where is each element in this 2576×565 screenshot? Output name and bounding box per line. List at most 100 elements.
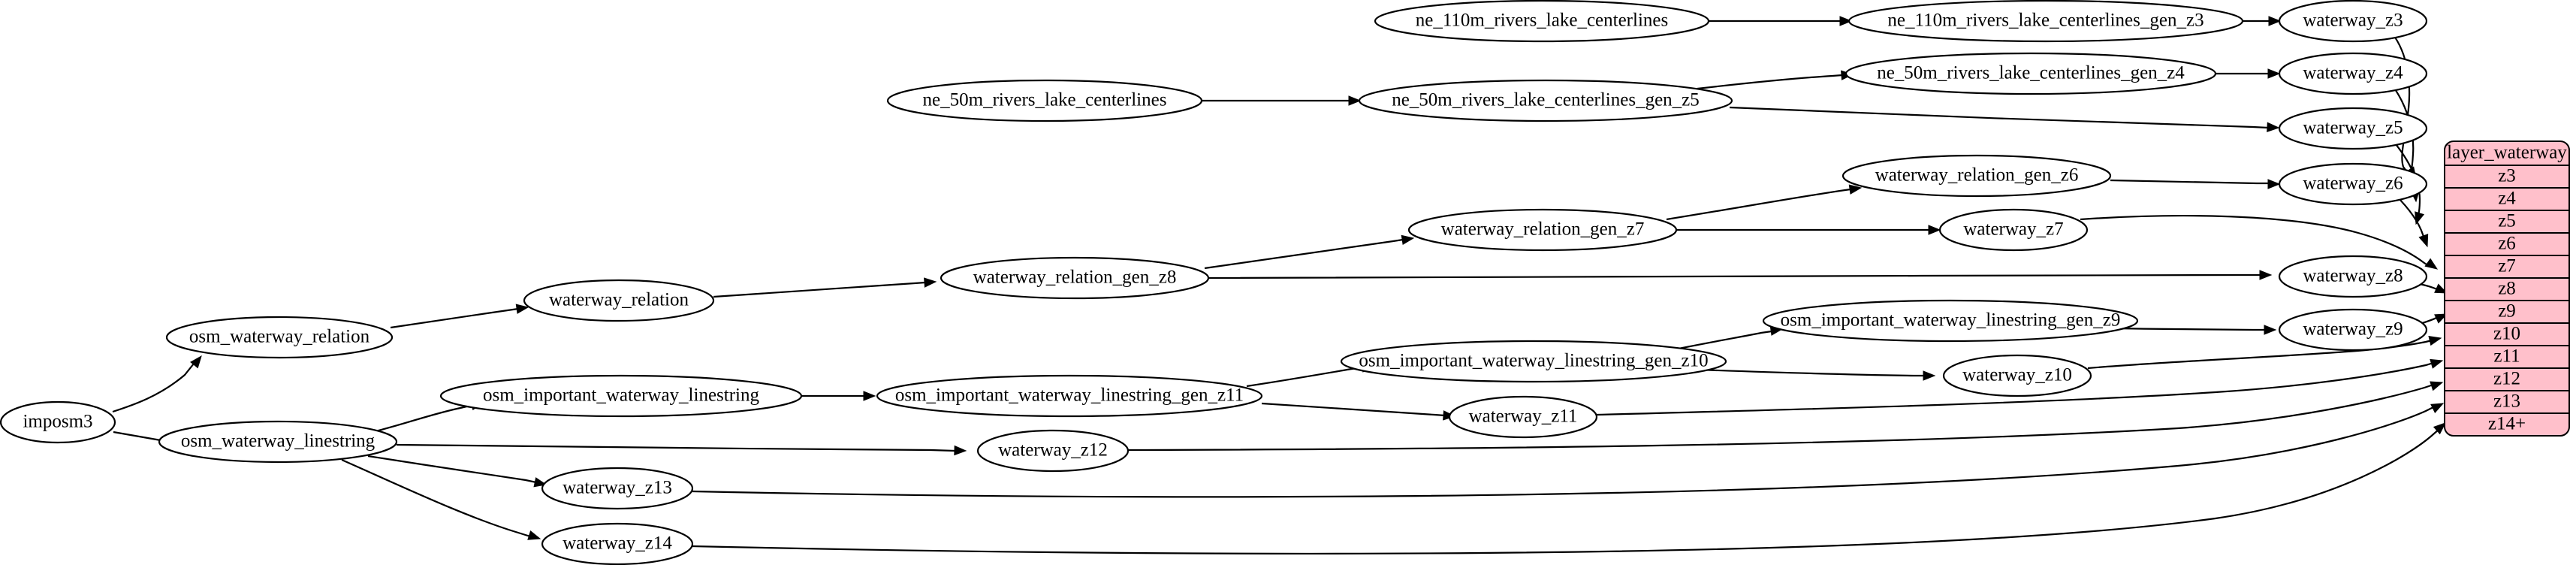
gen_z5-to-gen_z4 [1697, 70, 1854, 90]
node-waterway_z12[interactable]: waterway_z12 [976, 429, 1130, 473]
table-row-label: z10 [2493, 324, 2520, 344]
node-label-waterway_relation: waterway_relation [549, 290, 689, 310]
node-ellipse-waterway_z8 [2278, 255, 2428, 298]
node-label-waterway_z6: waterway_z6 [2303, 174, 2403, 194]
node-waterway_z6[interactable]: waterway_z6 [2278, 162, 2428, 206]
node-label-waterway_z5: waterway_z5 [2303, 118, 2403, 138]
osm_imp-to-gen_z11 [801, 391, 876, 401]
node-ne_50m_rivers_lake_centerlines[interactable]: ne_50m_rivers_lake_centerlines [886, 79, 1203, 122]
node-label-osm_important_waterway_linestring_gen_z9: osm_important_waterway_linestring_gen_z9 [1781, 310, 2121, 331]
table-row-label: z11 [2493, 346, 2520, 367]
table-row-label: z9 [2498, 301, 2516, 322]
node-label-waterway_z10: waterway_z10 [1962, 365, 2072, 385]
node-ellipse-imposm3 [0, 400, 116, 444]
node-osm_waterway_relation[interactable]: osm_waterway_relation [165, 316, 394, 359]
node-waterway_z9[interactable]: waterway_z9 [2278, 308, 2428, 352]
node-waterway_z10[interactable]: waterway_z10 [1942, 354, 2092, 397]
node-osm_important_waterway_linestring[interactable]: osm_important_waterway_linestring [439, 374, 803, 418]
gen_z3-to-waterway_z3 [2243, 16, 2282, 26]
node-waterway_z3[interactable]: waterway_z3 [2278, 0, 2428, 43]
waterway_z6-to-table-z6 [2395, 195, 2429, 248]
node-ellipse-waterway_z3 [2278, 0, 2428, 43]
table-row-z11[interactable]: z11 [2445, 346, 2569, 369]
node-ne_110m_rivers_lake_centerlines[interactable]: ne_110m_rivers_lake_centerlines [1374, 0, 1710, 43]
node-ne_50m_rivers_lake_centerlines_gen_z5[interactable]: ne_50m_rivers_lake_centerlines_gen_z5 [1358, 79, 1733, 122]
node-osm_important_waterway_linestring_gen_z11[interactable]: osm_important_waterway_linestring_gen_z1… [876, 374, 1263, 418]
node-label-waterway_z13: waterway_z13 [563, 478, 672, 498]
node-ellipse-waterway_relation [523, 279, 715, 322]
node-label-waterway_z4: waterway_z4 [2303, 63, 2403, 83]
node-waterway_relation[interactable]: waterway_relation [523, 279, 715, 322]
node-label-imposm3: imposm3 [23, 412, 92, 432]
table-row-label: z8 [2498, 279, 2516, 299]
node-label-osm_important_waterway_linestring_gen_z11: osm_important_waterway_linestring_gen_z1… [895, 385, 1244, 406]
table-row-z8[interactable]: z8 [2445, 279, 2569, 301]
table-row-z4[interactable]: z4 [2445, 189, 2569, 211]
node-waterway_z13[interactable]: waterway_z13 [541, 467, 694, 510]
node-label-osm_important_waterway_linestring_gen_z10: osm_important_waterway_linestring_gen_z1… [1359, 351, 1708, 371]
node-label-osm_important_waterway_linestring: osm_important_waterway_linestring [483, 385, 759, 406]
node-ne_50m_rivers_lake_centerlines_gen_z4[interactable]: ne_50m_rivers_lake_centerlines_gen_z4 [1845, 52, 2217, 95]
node-waterway_z11[interactable]: waterway_z11 [1448, 395, 1598, 439]
node-ellipse-waterway_relation_gen_z6 [1842, 154, 2112, 198]
table-row-label: z12 [2493, 369, 2520, 389]
table-row-z3[interactable]: z3 [2445, 166, 2569, 189]
table-row-label: z7 [2498, 256, 2516, 276]
node-waterway_z8[interactable]: waterway_z8 [2278, 255, 2428, 298]
node-ellipse-ne_110m_rivers_lake_centerlines_gen_z3 [1848, 0, 2244, 43]
node-waterway_relation_gen_z8[interactable]: waterway_relation_gen_z8 [940, 256, 1210, 300]
table-row-z7[interactable]: z7 [2445, 256, 2569, 279]
table-row-z12[interactable]: z12 [2445, 369, 2569, 391]
osm_waterway_linestring-to-waterway_z14 [341, 458, 541, 540]
table-row-z13[interactable]: z13 [2445, 391, 2569, 414]
node-label-ne_50m_rivers_lake_centerlines: ne_50m_rivers_lake_centerlines [923, 90, 1167, 110]
node-ellipse-osm_waterway_relation [165, 316, 394, 359]
ne_50m-to-gen_z5 [1202, 95, 1362, 106]
node-imposm3[interactable]: imposm3 [0, 400, 116, 444]
node-waterway_z7[interactable]: waterway_z7 [1938, 208, 2089, 252]
node-label-waterway_z14: waterway_z14 [563, 533, 672, 554]
table-row-z9[interactable]: z9 [2445, 301, 2569, 324]
node-ellipse-waterway_z14 [541, 522, 694, 565]
node-waterway_relation_gen_z6[interactable]: waterway_relation_gen_z6 [1842, 154, 2112, 198]
waterway_z12-to-table-z12 [1127, 381, 2444, 452]
waterway_z7-to-table-z7 [2080, 215, 2439, 270]
node-label-waterway_z3: waterway_z3 [2303, 11, 2403, 31]
gen_z9-to-waterway_z9 [2113, 325, 2277, 335]
node-label-waterway_relation_gen_z6: waterway_relation_gen_z6 [1875, 165, 2079, 186]
node-waterway_z4[interactable]: waterway_z4 [2278, 52, 2428, 95]
waterway_z11-to-table-z11 [1596, 358, 2444, 416]
node-ne_110m_rivers_lake_centerlines_gen_z3[interactable]: ne_110m_rivers_lake_centerlines_gen_z3 [1848, 0, 2244, 43]
table-row-label: z6 [2498, 234, 2516, 254]
node-waterway_z5[interactable]: waterway_z5 [2278, 107, 2428, 150]
table-row-label: z4 [2498, 189, 2516, 209]
node-label-waterway_z8: waterway_z8 [2303, 266, 2403, 286]
table-title: layer_waterway [2447, 143, 2567, 163]
table-row-z6[interactable]: z6 [2445, 234, 2569, 256]
gen_z4-to-waterway_z4 [2216, 68, 2281, 79]
node-waterway_z14[interactable]: waterway_z14 [541, 522, 694, 565]
ne_110m-to-gen_z3 [1709, 16, 1853, 26]
node-ellipse-osm_waterway_linestring [158, 420, 398, 464]
node-label-waterway_z11: waterway_z11 [1469, 406, 1578, 427]
table-row-z5[interactable]: z5 [2445, 211, 2569, 234]
node-osm_important_waterway_linestring_gen_z10[interactable]: osm_important_waterway_linestring_gen_z1… [1340, 340, 1727, 383]
node-label-waterway_z7: waterway_z7 [1963, 219, 2063, 240]
waterway_z8-to-table-z8 [2419, 282, 2448, 294]
table-row-z10[interactable]: z10 [2445, 324, 2569, 346]
edges-layer [112, 16, 2448, 554]
node-waterway_relation_gen_z7[interactable]: waterway_relation_gen_z7 [1407, 208, 1678, 252]
node-ellipse-waterway_z4 [2278, 52, 2428, 95]
node-label-osm_waterway_relation: osm_waterway_relation [189, 327, 370, 347]
node-ellipse-waterway_relation_gen_z7 [1407, 208, 1678, 252]
node-ellipse-waterway_z9 [2278, 308, 2428, 352]
node-osm_waterway_linestring[interactable]: osm_waterway_linestring [158, 420, 398, 464]
node-label-osm_waterway_linestring: osm_waterway_linestring [181, 431, 376, 452]
node-ellipse-osm_important_waterway_linestring_gen_z9 [1762, 299, 2139, 343]
table-row-z14+[interactable]: z14+ [2488, 414, 2526, 434]
node-label-waterway_z9: waterway_z9 [2303, 319, 2403, 340]
node-osm_important_waterway_linestring_gen_z9[interactable]: osm_important_waterway_linestring_gen_z9 [1762, 299, 2139, 343]
waterway_z13-to-table-z13 [692, 403, 2445, 498]
